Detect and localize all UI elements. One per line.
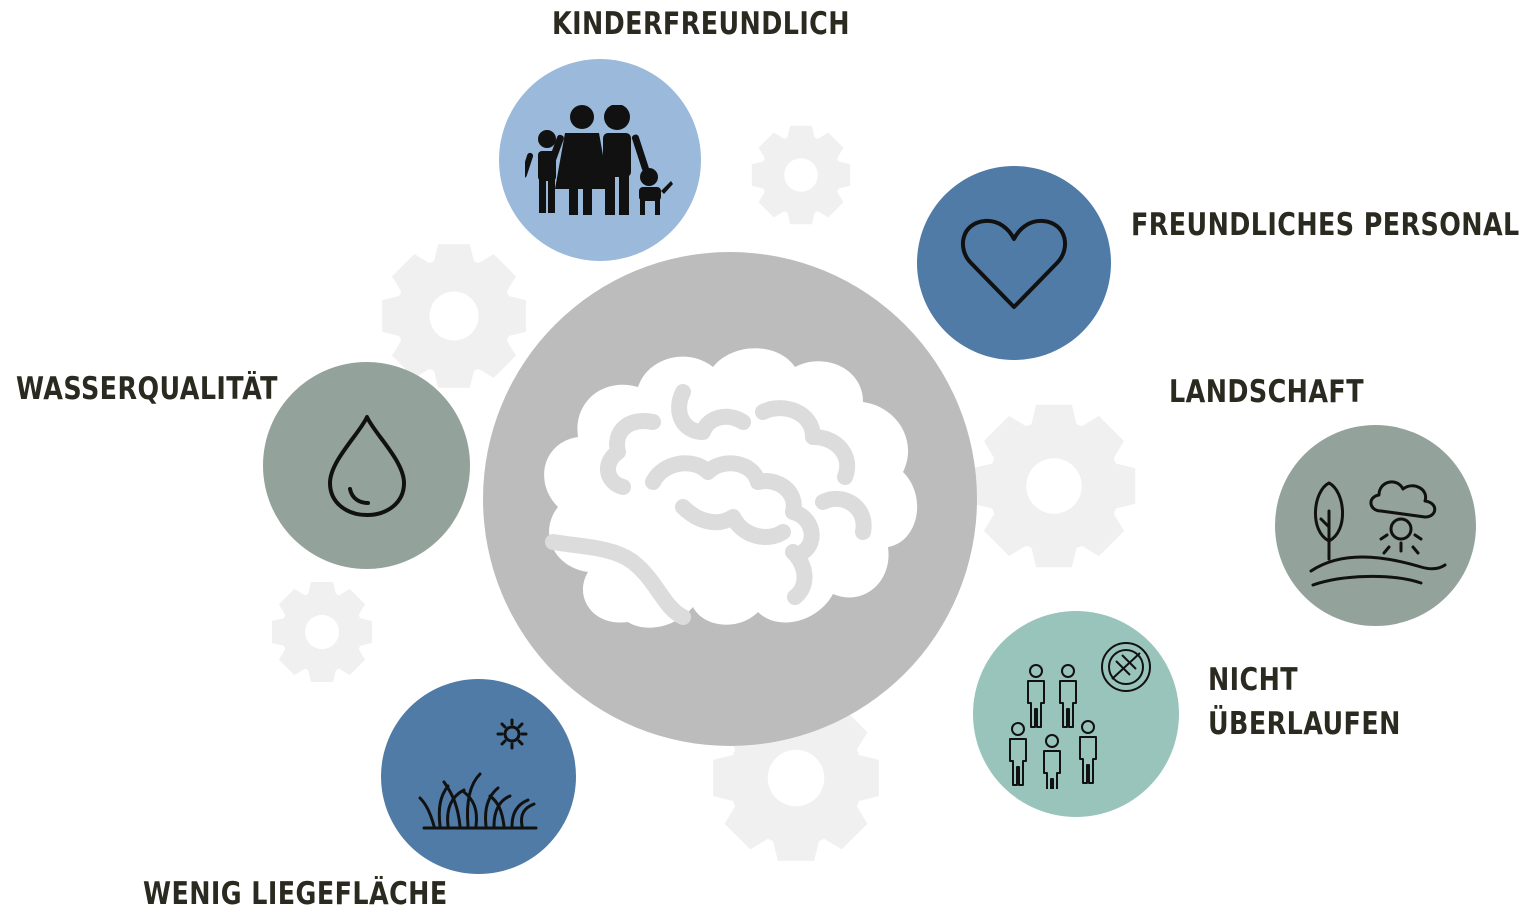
grass-sun-icon	[418, 718, 537, 829]
node-freundliches-personal	[917, 166, 1111, 360]
gear-icon	[950, 382, 1158, 590]
label-freundliches-personal: FREUNDLICHES PERSONAL	[1131, 207, 1519, 243]
family-icon	[525, 105, 673, 215]
node-wenig-liegeflaeche	[381, 679, 576, 874]
node-nicht-ueberlaufen	[973, 611, 1179, 817]
node-wasserqualitaet	[263, 362, 470, 569]
label-kinderfreundlich: KINDERFREUNDLICH	[552, 6, 850, 42]
heart-icon	[961, 218, 1067, 309]
label-wenig-liegeflaeche: WENIG LIEGEFLÄCHE	[143, 876, 448, 912]
water-drop-icon	[327, 414, 406, 517]
label-wasserqualitaet: WASSERQUALITÄT	[16, 371, 278, 407]
label-line: NICHT	[1208, 662, 1299, 698]
gear-icon	[738, 112, 864, 238]
crowd-icon	[1009, 642, 1151, 789]
node-landschaft	[1275, 425, 1476, 626]
gear-icon	[258, 568, 386, 696]
label-nicht-ueberlaufen: NICHT ÜBERLAUFEN	[1208, 658, 1401, 746]
label-line: ÜBERLAUFEN	[1208, 706, 1401, 742]
landscape-icon	[1309, 479, 1446, 586]
gear-icon	[362, 224, 546, 408]
center-circle	[483, 252, 977, 746]
label-landschaft: LANDSCHAFT	[1169, 374, 1364, 410]
brain-icon	[544, 348, 918, 628]
node-kinderfreundlich	[499, 59, 701, 261]
